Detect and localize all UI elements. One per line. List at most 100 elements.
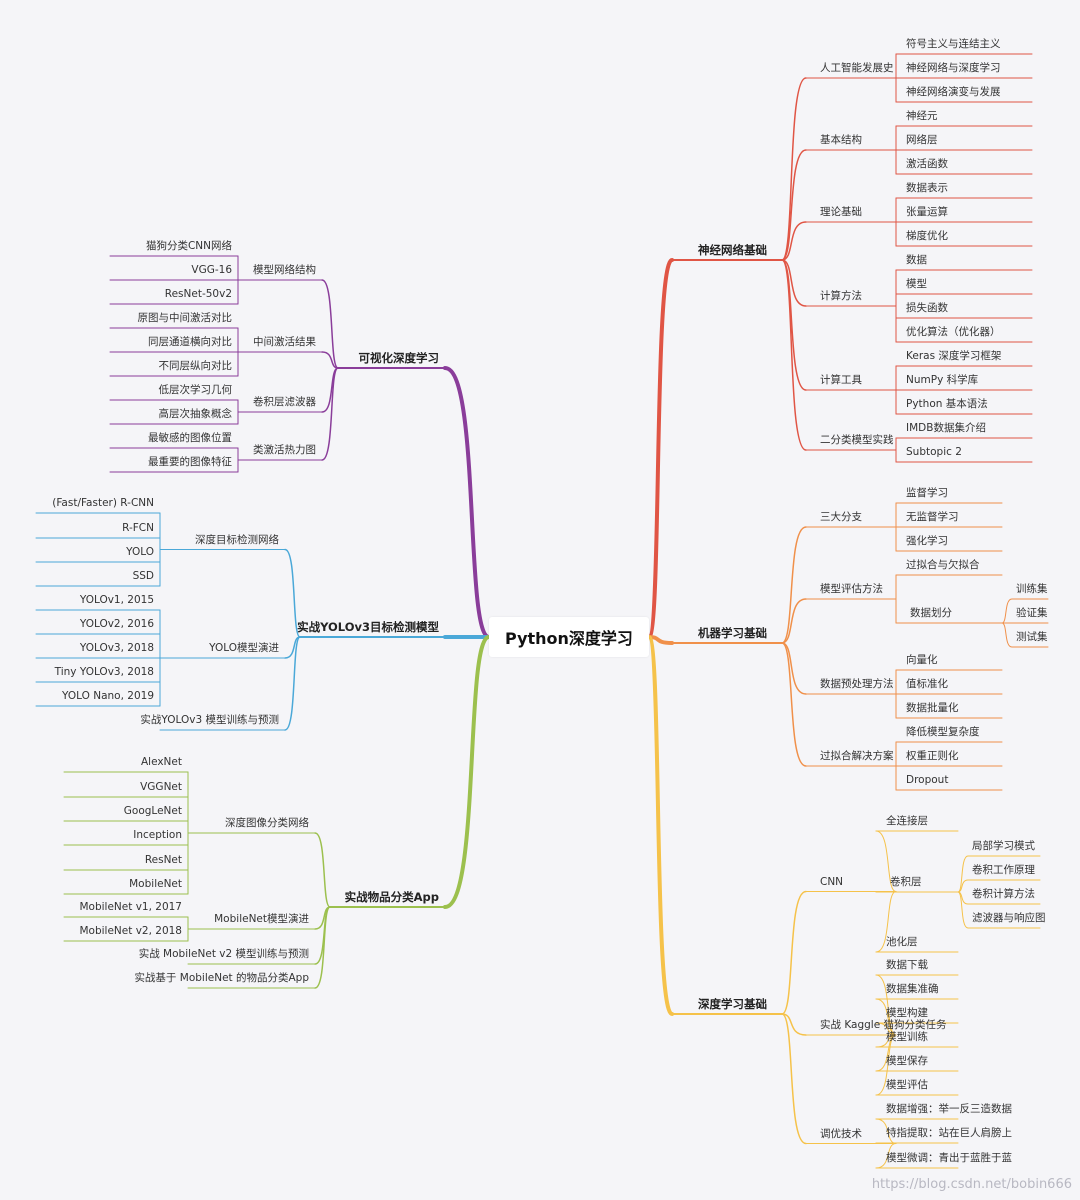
leaf-dl-1-1[interactable]: 数据集准确 — [886, 983, 939, 995]
leaf-app-1-0[interactable]: MobileNet v1, 2017 — [79, 901, 182, 913]
leaf-vis-1-0[interactable]: 原图与中间激活对比 — [137, 312, 233, 324]
leaf-nn-0-0[interactable]: 符号主义与连结主义 — [906, 38, 1001, 50]
leaf-dl-0-1-3[interactable]: 滤波器与响应图 — [972, 912, 1046, 924]
leaf-nn-3-3[interactable]: 优化算法（优化器） — [906, 326, 1001, 338]
leaf-nn-5-1[interactable]: Subtopic 2 — [906, 446, 962, 458]
leaf-ml-0-1[interactable]: 无监督学习 — [906, 511, 959, 523]
leaf-dl-0-1-0[interactable]: 局部学习模式 — [972, 840, 1035, 852]
topic-vis-2[interactable]: 卷积层滤波器 — [253, 396, 316, 408]
leaf-yolo-1-4[interactable]: YOLO Nano, 2019 — [62, 690, 154, 702]
leaf-nn-2-0[interactable]: 数据表示 — [906, 182, 948, 194]
leaf-vis-1-1[interactable]: 同层通道横向对比 — [148, 336, 232, 348]
topic-vis-0[interactable]: 模型网络结构 — [253, 264, 316, 276]
topic-ml-3[interactable]: 过拟合解决方案 — [820, 750, 894, 762]
topic-dl-2[interactable]: 调优技术 — [820, 1127, 862, 1140]
branch-label-nn[interactable]: 神经网络基础 — [698, 243, 767, 257]
topic-ml-1-1[interactable]: 数据划分 — [910, 607, 952, 619]
leaf-dl-0-1-2[interactable]: 卷积计算方法 — [972, 888, 1035, 900]
leaf-vis-0-2[interactable]: ResNet-50v2 — [164, 288, 232, 300]
leaf-nn-3-0[interactable]: 数据 — [906, 254, 927, 266]
topic-vis-3[interactable]: 类激活热力图 — [253, 444, 316, 456]
leaf-vis-0-1[interactable]: VGG-16 — [191, 264, 232, 276]
leaf-dl-0-0[interactable]: 全连接层 — [886, 815, 928, 827]
topic-app-1[interactable]: MobileNet模型演进 — [214, 913, 309, 925]
leaf-dl-1-4[interactable]: 模型保存 — [886, 1055, 928, 1067]
topic-ml-2[interactable]: 数据预处理方法 — [820, 678, 894, 690]
leaf-yolo-0-1[interactable]: R-FCN — [122, 522, 154, 534]
topic-ml-0[interactable]: 三大分支 — [820, 511, 862, 523]
topic-ml-1[interactable]: 模型评估方法 — [820, 583, 883, 595]
leaf-vis-1-2[interactable]: 不同层纵向对比 — [158, 360, 233, 372]
leaf-nn-0-1[interactable]: 神经网络与深度学习 — [906, 62, 1001, 74]
leaf-app-0-0[interactable]: AlexNet — [140, 756, 182, 768]
leaf-ml-1-1-1[interactable]: 验证集 — [1016, 607, 1048, 619]
topic-nn-5[interactable]: 二分类模型实践 — [820, 434, 894, 446]
leaf-dl-1-5[interactable]: 模型评估 — [886, 1079, 928, 1091]
leaf-yolo-0-0[interactable]: (Fast/Faster) R-CNN — [52, 497, 154, 509]
topic-dl-1[interactable]: 实战 Kaggle 猫狗分类任务 — [820, 1019, 947, 1031]
leaf-dl-0-2[interactable]: 池化层 — [886, 936, 918, 948]
leaf-nn-1-2[interactable]: 激活函数 — [906, 158, 948, 170]
leaf-yolo-0-2[interactable]: YOLO — [126, 546, 154, 558]
leaf-ml-3-2[interactable]: Dropout — [906, 774, 949, 786]
leaf-yolo-1-3[interactable]: Tiny YOLOv3, 2018 — [54, 666, 154, 678]
leaf-yolo-1-1[interactable]: YOLOv2, 2016 — [79, 618, 154, 630]
topic-app-3[interactable]: 实战基于 MobileNet 的物品分类App — [134, 972, 309, 984]
leaf-dl-1-0[interactable]: 数据下载 — [886, 959, 928, 971]
leaf-ml-1-0[interactable]: 过拟合与欠拟合 — [906, 559, 980, 571]
leaf-ml-3-0[interactable]: 降低模型复杂度 — [906, 726, 980, 738]
branch-label-yolo[interactable]: 实战YOLOv3目标检测模型 — [297, 620, 439, 634]
leaf-nn-4-0[interactable]: Keras 深度学习框架 — [906, 350, 1002, 362]
leaf-nn-0-2[interactable]: 神经网络演变与发展 — [906, 86, 1001, 98]
leaf-nn-3-1[interactable]: 模型 — [906, 278, 927, 290]
topic-nn-4[interactable]: 计算工具 — [820, 374, 862, 386]
branch-label-ml[interactable]: 机器学习基础 — [698, 626, 767, 640]
leaf-nn-5-0[interactable]: IMDB数据集介绍 — [906, 422, 986, 434]
leaf-nn-2-2[interactable]: 梯度优化 — [906, 230, 948, 242]
leaf-app-0-1[interactable]: VGGNet — [140, 781, 182, 793]
leaf-ml-2-0[interactable]: 向量化 — [906, 654, 938, 666]
leaf-vis-2-1[interactable]: 高层次抽象概念 — [158, 408, 233, 420]
leaf-vis-3-0[interactable]: 最敏感的图像位置 — [148, 432, 232, 444]
topic-vis-1[interactable]: 中间激活结果 — [253, 336, 316, 348]
topic-yolo-1[interactable]: YOLO模型演进 — [209, 642, 279, 654]
leaf-dl-1-2[interactable]: 模型构建 — [886, 1007, 928, 1019]
branch-label-dl[interactable]: 深度学习基础 — [698, 997, 767, 1011]
topic-app-2[interactable]: 实战 MobileNet v2 模型训练与预测 — [138, 948, 309, 960]
topic-yolo-2[interactable]: 实战YOLOv3 模型训练与预测 — [140, 714, 279, 726]
leaf-app-0-2[interactable]: GoogLeNet — [123, 805, 182, 817]
topic-nn-1[interactable]: 基本结构 — [820, 134, 862, 146]
topic-nn-0[interactable]: 人工智能发展史 — [820, 62, 894, 74]
topic-yolo-0[interactable]: 深度目标检测网络 — [195, 533, 279, 546]
leaf-ml-1-1-0[interactable]: 训练集 — [1016, 583, 1048, 595]
leaf-ml-3-1[interactable]: 权重正则化 — [906, 750, 959, 762]
leaf-dl-2-2[interactable]: 模型微调：青出于蓝胜于蓝 — [886, 1152, 1012, 1164]
topic-dl-0[interactable]: CNN — [820, 875, 844, 888]
leaf-nn-2-1[interactable]: 张量运算 — [906, 206, 948, 218]
leaf-nn-1-1[interactable]: 网络层 — [906, 134, 938, 146]
leaf-ml-2-2[interactable]: 数据批量化 — [906, 702, 959, 714]
topic-nn-3[interactable]: 计算方法 — [820, 290, 862, 302]
leaf-app-0-4[interactable]: ResNet — [144, 854, 182, 866]
leaf-yolo-0-3[interactable]: SSD — [132, 570, 154, 582]
leaf-app-0-3[interactable]: Inception — [133, 829, 182, 841]
leaf-app-1-1[interactable]: MobileNet v2, 2018 — [79, 925, 182, 937]
leaf-dl-2-0[interactable]: 数据增强：举一反三造数据 — [886, 1103, 1012, 1115]
leaf-vis-3-1[interactable]: 最重要的图像特征 — [148, 456, 232, 468]
leaf-ml-0-2[interactable]: 强化学习 — [906, 535, 948, 547]
leaf-app-0-5[interactable]: MobileNet — [129, 878, 182, 890]
leaf-nn-4-2[interactable]: Python 基本语法 — [906, 398, 988, 410]
root-topic[interactable]: Python深度学习 — [489, 617, 649, 657]
leaf-ml-1-1-2[interactable]: 测试集 — [1016, 631, 1048, 643]
leaf-ml-0-0[interactable]: 监督学习 — [906, 487, 948, 499]
leaf-vis-0-0[interactable]: 猫狗分类CNN网络 — [145, 240, 232, 252]
topic-app-0[interactable]: 深度图像分类网络 — [225, 817, 309, 829]
branch-label-vis[interactable]: 可视化深度学习 — [358, 351, 440, 365]
leaf-dl-2-1[interactable]: 特指提取：站在巨人肩膀上 — [886, 1127, 1012, 1139]
leaf-dl-0-1-1[interactable]: 卷积工作原理 — [972, 864, 1035, 876]
leaf-nn-3-2[interactable]: 损失函数 — [906, 302, 948, 314]
topic-nn-2[interactable]: 理论基础 — [820, 206, 862, 218]
leaf-yolo-1-0[interactable]: YOLOv1, 2015 — [79, 594, 154, 606]
branch-label-app[interactable]: 实战物品分类App — [344, 890, 439, 904]
leaf-ml-2-1[interactable]: 值标准化 — [906, 678, 948, 690]
